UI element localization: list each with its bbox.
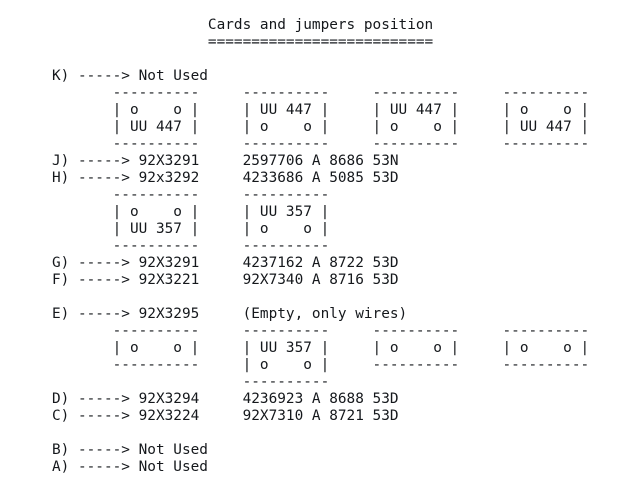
card-row-line: | UU 447 | | o o | | o o | | UU 447 | bbox=[0, 119, 590, 135]
card-row-line: | UU 357 | | o o | bbox=[0, 221, 330, 237]
slot-line-k: K) -----> Not Used bbox=[0, 68, 208, 84]
slot-line-c: C) -----> 92X3224 92X7310 A 8721 53D bbox=[0, 408, 399, 424]
card-row-line: | o o | | UU 447 | | UU 447 | | o o | bbox=[0, 102, 590, 118]
page-title: Cards and jumpers position bbox=[0, 17, 434, 33]
blank-line bbox=[0, 289, 639, 306]
slot-line-a: A) -----> Not Used bbox=[0, 459, 208, 475]
card-row-bottom-edge: ---------- bbox=[0, 374, 330, 390]
slot-line-f: F) -----> 92X3221 92X7340 A 8716 53D bbox=[0, 272, 399, 288]
card-row-top-edge: ---------- ---------- ---------- -------… bbox=[0, 323, 590, 339]
title-underline: ========================== bbox=[0, 34, 434, 50]
slot-line-d: D) -----> 92X3294 4236923 A 8688 53D bbox=[0, 391, 399, 407]
slot-line-j: J) -----> 92X3291 2597706 A 8686 53N bbox=[0, 153, 399, 169]
slot-line-h: H) -----> 92x3292 4233686 A 5085 53D bbox=[0, 170, 399, 186]
card-row-bottom-edge: ---------- ---------- bbox=[0, 238, 330, 254]
card-row-bottom-edge: ---------- ---------- ---------- -------… bbox=[0, 136, 590, 152]
card-row-line: | o o | | UU 357 | | o o | | o o | bbox=[0, 340, 590, 356]
card-row-top-edge: ---------- ---------- ---------- -------… bbox=[0, 85, 590, 101]
slot-line-g: G) -----> 92X3291 4237162 A 8722 53D bbox=[0, 255, 399, 271]
blank-line bbox=[0, 425, 639, 442]
slot-line-b: B) -----> Not Used bbox=[0, 442, 208, 458]
slot-line-e: E) -----> 92X3295 (Empty, only wires) bbox=[0, 306, 408, 322]
blank-line bbox=[0, 51, 639, 68]
card-row-line: ---------- | o o | ---------- ---------- bbox=[0, 357, 590, 373]
card-row-top-edge: ---------- ---------- bbox=[0, 187, 330, 203]
card-row-line: | o o | | UU 357 | bbox=[0, 204, 330, 220]
